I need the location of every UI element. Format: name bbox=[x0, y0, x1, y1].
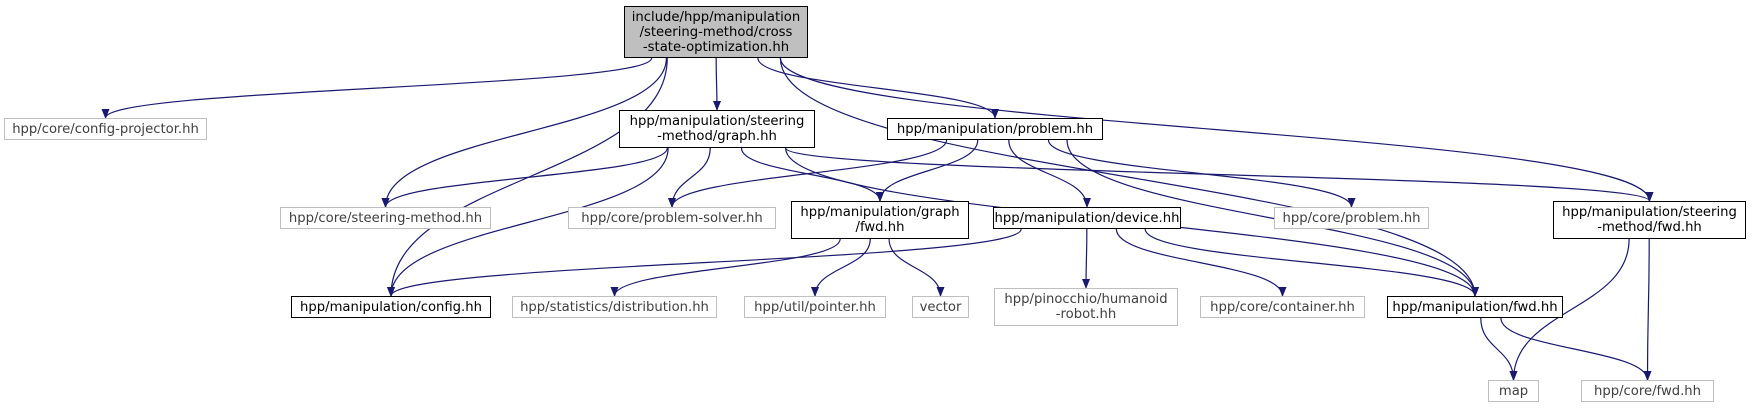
node-label: include/hpp/manipulation /steering-metho… bbox=[631, 9, 801, 55]
edge-root-to-config-projector bbox=[101, 57, 653, 119]
edge-steering-fwd-to-map bbox=[1509, 238, 1630, 381]
node-label: hpp/manipulation/steering -method/graph.… bbox=[629, 114, 805, 144]
edge-root-to-steering-fwd bbox=[779, 57, 1654, 202]
node-label: map bbox=[1498, 383, 1529, 399]
edge-device-to-manip-fwd bbox=[1144, 228, 1479, 297]
node-manip-fwd[interactable]: hpp/manipulation/fwd.hh bbox=[1387, 296, 1563, 318]
node-graph-fwd[interactable]: hpp/manipulation/graph /fwd.hh bbox=[791, 201, 969, 239]
edge-root-to-problem bbox=[757, 57, 999, 119]
node-vector[interactable]: vector bbox=[912, 296, 969, 318]
node-problem-solver[interactable]: hpp/core/problem-solver.hh bbox=[568, 207, 776, 229]
edge-device-to-container bbox=[1115, 228, 1287, 297]
edge-root-to-core-steering bbox=[381, 57, 668, 208]
node-label: hpp/pinocchio/humanoid -robot.hh bbox=[1004, 292, 1168, 322]
edge-steering-graph-to-steering-fwd bbox=[785, 147, 1654, 202]
edge-problem-to-graph-fwd bbox=[876, 139, 979, 202]
node-label: hpp/core/config-projector.hh bbox=[12, 121, 199, 137]
node-config[interactable]: hpp/manipulation/config.hh bbox=[291, 296, 491, 318]
node-steering-fwd[interactable]: hpp/manipulation/steering -method/fwd.hh bbox=[1553, 201, 1746, 239]
node-problem[interactable]: hpp/manipulation/problem.hh bbox=[887, 118, 1103, 140]
edge-steering-fwd-to-core-fwd bbox=[1643, 238, 1652, 381]
node-label: hpp/core/problem-solver.hh bbox=[581, 210, 763, 226]
node-label: hpp/util/pointer.hh bbox=[754, 299, 876, 315]
node-root[interactable]: include/hpp/manipulation /steering-metho… bbox=[624, 6, 808, 58]
edge-manip-fwd-to-core-fwd bbox=[1500, 317, 1652, 381]
edge-device-to-humanoid bbox=[1082, 228, 1091, 289]
node-core-steering[interactable]: hpp/core/steering-method.hh bbox=[280, 207, 491, 229]
node-label: hpp/manipulation/graph /fwd.hh bbox=[800, 205, 960, 235]
edges bbox=[101, 57, 1654, 381]
node-device[interactable]: hpp/manipulation/device.hh bbox=[993, 207, 1181, 229]
node-label: hpp/core/problem.hh bbox=[1282, 210, 1421, 226]
edge-steering-graph-to-core-steering bbox=[381, 147, 668, 208]
node-label: vector bbox=[919, 299, 962, 315]
edge-graph-fwd-to-distribution bbox=[610, 238, 841, 297]
node-config-projector[interactable]: hpp/core/config-projector.hh bbox=[4, 118, 207, 140]
edge-problem-to-core-problem bbox=[1047, 139, 1356, 208]
node-label: hpp/core/container.hh bbox=[1210, 299, 1355, 315]
node-label: hpp/manipulation/config.hh bbox=[300, 299, 482, 315]
node-distribution[interactable]: hpp/statistics/distribution.hh bbox=[512, 296, 717, 318]
node-label: hpp/manipulation/problem.hh bbox=[896, 121, 1094, 137]
edge-manip-fwd-to-map bbox=[1480, 317, 1518, 381]
node-core-problem[interactable]: hpp/core/problem.hh bbox=[1274, 207, 1429, 229]
node-container[interactable]: hpp/core/container.hh bbox=[1200, 296, 1365, 318]
edge-root-to-manip-fwd bbox=[779, 57, 1479, 297]
edge-graph-fwd-to-pointer bbox=[811, 238, 871, 297]
node-core-fwd[interactable]: hpp/core/fwd.hh bbox=[1581, 380, 1714, 402]
node-label: hpp/statistics/distribution.hh bbox=[520, 299, 709, 315]
node-label: hpp/manipulation/fwd.hh bbox=[1392, 299, 1558, 315]
node-pointer[interactable]: hpp/util/pointer.hh bbox=[744, 296, 886, 318]
edge-problem-to-manip-fwd bbox=[1066, 139, 1479, 297]
edge-graph-fwd-to-vector bbox=[888, 238, 945, 297]
edge-steering-graph-to-graph-fwd bbox=[740, 147, 884, 202]
node-label: hpp/manipulation/steering -method/fwd.hh bbox=[1562, 205, 1737, 235]
edge-steering-graph-to-problem-solver bbox=[668, 147, 711, 208]
edge-steering-graph-to-config bbox=[387, 147, 669, 297]
edge-problem-to-problem-solver bbox=[668, 139, 948, 208]
node-label: hpp/manipulation/device.hh bbox=[994, 210, 1180, 226]
node-steering-graph[interactable]: hpp/manipulation/steering -method/graph.… bbox=[619, 110, 815, 148]
node-label: hpp/core/fwd.hh bbox=[1593, 383, 1702, 399]
edge-problem-to-device bbox=[1008, 139, 1091, 208]
node-label: hpp/core/steering-method.hh bbox=[288, 210, 483, 226]
edge-root-to-steering-graph bbox=[712, 57, 721, 111]
edge-device-to-config bbox=[387, 228, 1022, 297]
node-humanoid[interactable]: hpp/pinocchio/humanoid -robot.hh bbox=[994, 288, 1178, 326]
node-map[interactable]: map bbox=[1488, 380, 1539, 402]
